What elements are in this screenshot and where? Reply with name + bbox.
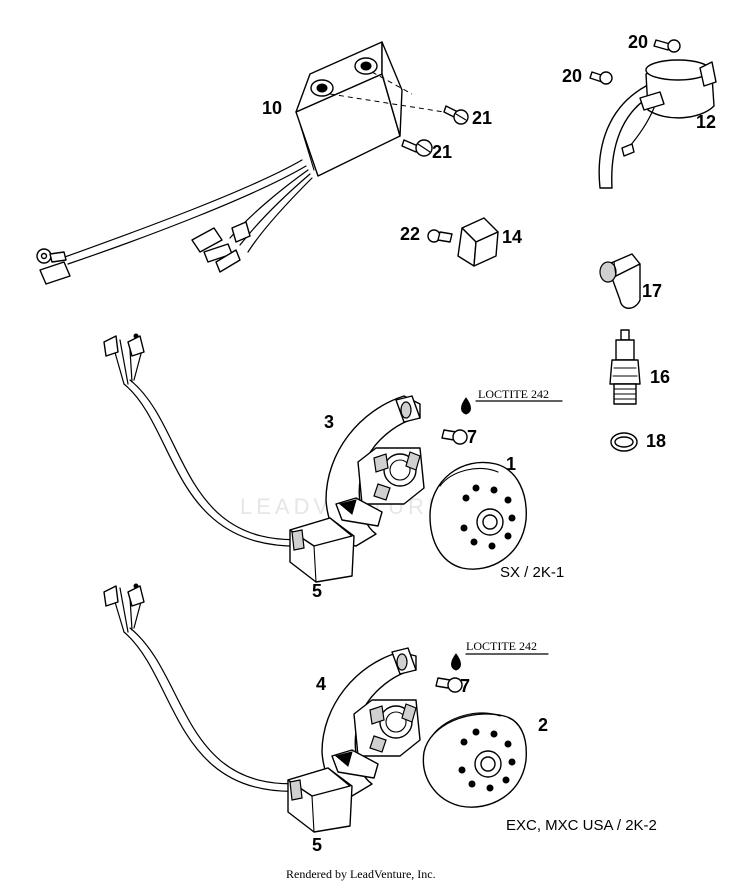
callout-21-lower: 21 — [432, 142, 452, 162]
flywheel-part-1[interactable] — [429, 461, 527, 570]
callout-7-lower: 7 — [460, 676, 470, 696]
callout-4: 4 — [316, 674, 326, 694]
callout-1: 1 — [506, 454, 516, 474]
callout-18: 18 — [646, 431, 666, 451]
callout-17: 17 — [642, 281, 662, 301]
bolt-part-21-upper[interactable] — [443, 105, 469, 125]
callout-3: 3 — [324, 412, 334, 432]
loctite-note-upper: LOCTITE 242 — [478, 387, 549, 401]
callout-20-top: 20 — [628, 32, 648, 52]
ignition-coil-part-12[interactable] — [598, 59, 717, 189]
cdi-unit-part-10[interactable] — [36, 41, 445, 285]
o-ring-part-18[interactable] — [610, 432, 638, 452]
callout-12: 12 — [696, 112, 716, 132]
bolt-part-7-upper[interactable] — [441, 397, 471, 445]
callout-14: 14 — [502, 227, 522, 247]
callout-16: 16 — [650, 367, 670, 387]
callout-21-upper: 21 — [472, 108, 492, 128]
callout-2: 2 — [538, 715, 548, 735]
bolt-part-22[interactable] — [427, 229, 453, 243]
variant-label-upper: SX / 2K-1 — [500, 564, 564, 581]
callout-5-lower: 5 — [312, 835, 322, 855]
loctite-note-lower: LOCTITE 242 — [466, 639, 537, 653]
variant-label-lower: EXC, MXC USA / 2K-2 — [506, 817, 657, 834]
flywheel-part-2[interactable] — [422, 712, 527, 808]
bolt-part-21-lower[interactable] — [401, 139, 433, 157]
bolt-part-20-left[interactable] — [589, 71, 613, 85]
bolt-part-20-top[interactable] — [653, 39, 681, 53]
bolt-part-7-lower[interactable] — [435, 653, 463, 693]
spark-plug-part-16[interactable] — [609, 329, 641, 405]
pickup-coil-part-5-lower[interactable] — [287, 767, 353, 833]
stator-assembly-part-3[interactable] — [103, 333, 425, 547]
callout-7-upper: 7 — [467, 427, 477, 447]
bracket-part-14[interactable] — [457, 217, 499, 267]
stator-assembly-part-4[interactable] — [103, 583, 421, 797]
footer-credit: Rendered by LeadVenture, Inc. — [286, 867, 436, 881]
callout-5-upper: 5 — [312, 581, 322, 601]
callout-22: 22 — [400, 224, 420, 244]
callout-20-left: 20 — [562, 66, 582, 86]
spark-plug-cap-part-17[interactable] — [599, 253, 641, 309]
pickup-coil-part-5-upper[interactable] — [289, 517, 355, 583]
callout-10: 10 — [262, 98, 282, 118]
